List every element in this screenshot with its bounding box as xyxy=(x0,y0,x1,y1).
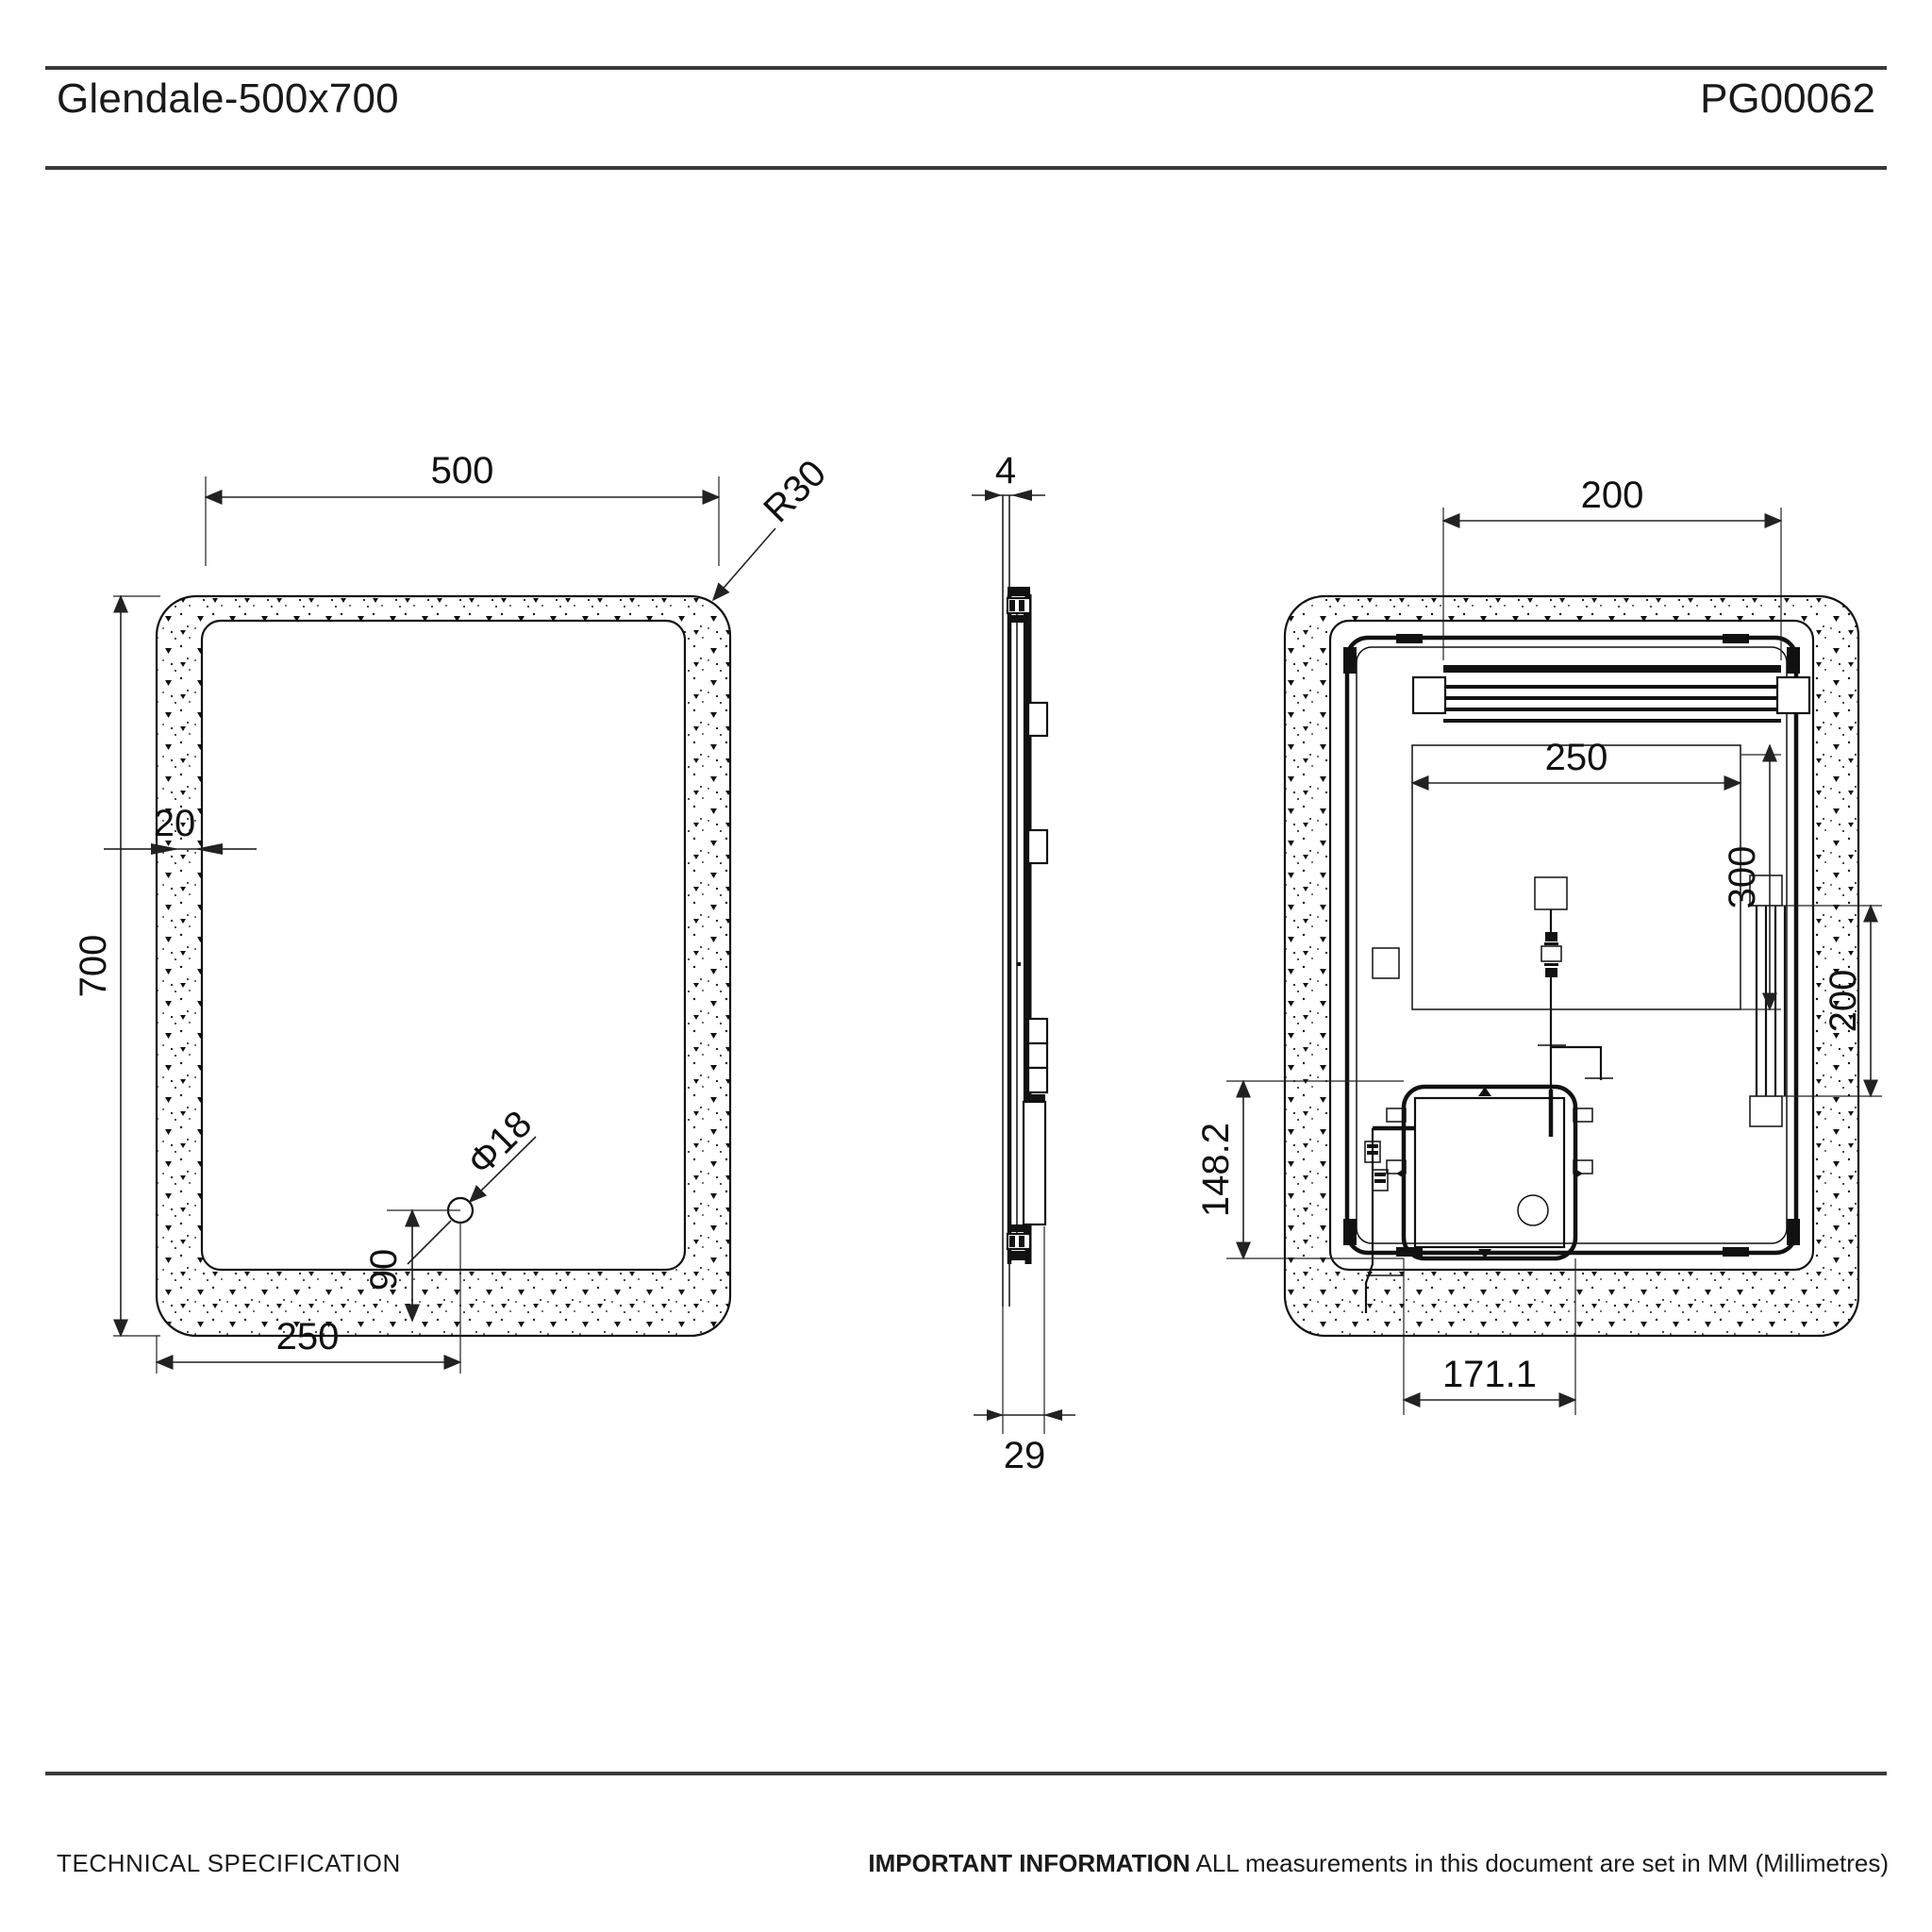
front-dim-width-500: 500 xyxy=(204,450,721,505)
footer-important-information: IMPORTANT INFORMATION ALL measurements i… xyxy=(868,1849,1889,1878)
side-frame-body xyxy=(1007,594,1032,1264)
front-dim-height-label: 700 xyxy=(73,935,114,998)
back-demister-pad xyxy=(1411,665,1811,723)
back-led-strip-loop xyxy=(1343,634,1800,1257)
front-extension-lines xyxy=(104,476,720,1374)
back-small-bracket xyxy=(1372,947,1400,979)
front-dim-hole-phi18: Φ18 xyxy=(407,1103,540,1265)
back-dim-jbox-x-label: 171.1 xyxy=(1442,1354,1537,1395)
back-junction-box xyxy=(1386,1084,1593,1261)
footer-rule xyxy=(45,1772,1887,1775)
side-bottom-cap xyxy=(1006,1224,1032,1260)
back-dim-jbox-x-1711: 171.1 xyxy=(1402,1354,1577,1407)
back-outer-outline xyxy=(1283,594,1860,1338)
back-power-cable xyxy=(1364,1125,1415,1313)
side-top-cap xyxy=(1006,587,1032,623)
front-mirror-face xyxy=(200,619,687,1272)
back-dim-top-200: 200 xyxy=(1441,475,1783,528)
front-dim-hole-y-label: 90 xyxy=(363,1249,405,1291)
back-dim-right-label: 200 xyxy=(1823,970,1864,1033)
front-dim-border-20: 20 xyxy=(104,803,257,855)
back-panel-250x300 xyxy=(1411,744,1741,1010)
front-dim-hole-y-90: 90 xyxy=(363,1208,420,1323)
side-glass-profile xyxy=(1002,495,1010,1307)
back-dim-jbox-y-1482: 148.2 xyxy=(1195,1079,1251,1260)
product-code: PG00062 xyxy=(1700,75,1875,122)
side-mounting-bosses xyxy=(1017,615,1049,1226)
back-dim-panel-250: 250 xyxy=(1410,737,1742,791)
back-sensor-connector xyxy=(1534,876,1568,1137)
page-title: Glendale-500x700 xyxy=(57,75,399,122)
front-mirror-border-hatch xyxy=(157,596,730,1336)
back-dim-top-label: 200 xyxy=(1581,475,1644,516)
back-dim-jbox-y-label: 148.2 xyxy=(1195,1123,1237,1217)
back-mirror-border-hatch xyxy=(1285,596,1858,1336)
front-dim-radius-r30: R30 xyxy=(711,452,834,602)
back-dim-right-200: 200 xyxy=(1823,904,1878,1098)
side-dim-thickness-4: 4 xyxy=(972,450,1045,501)
front-outer-outline xyxy=(155,594,732,1338)
back-dim-panel-300: 300 xyxy=(1722,743,1777,1011)
back-inner-outline xyxy=(1328,619,1815,1272)
side-dim-depth-29: 29 xyxy=(974,1409,1075,1476)
side-extension-lines xyxy=(1002,1226,1045,1434)
front-dim-width-label: 500 xyxy=(431,450,494,491)
front-dim-radius-label: R30 xyxy=(756,452,834,530)
footer-technical-specification-label: TECHNICAL SPECIFICATION xyxy=(57,1849,401,1877)
back-right-component xyxy=(1749,874,1787,1127)
footer-important-label: IMPORTANT INFORMATION xyxy=(868,1849,1191,1877)
back-dim-panel-height-label: 300 xyxy=(1722,846,1763,909)
side-dim-depth-label: 29 xyxy=(1004,1435,1046,1476)
side-dim-thickness-label: 4 xyxy=(995,450,1016,491)
front-dim-height-700: 700 xyxy=(73,594,128,1338)
back-dim-panel-width-label: 250 xyxy=(1545,737,1608,778)
front-dim-hole-x-250: 250 xyxy=(155,1316,462,1370)
front-hole-phi18 xyxy=(446,1196,475,1224)
back-wiring-harness xyxy=(1538,1044,1613,1137)
side-view-group: 4 29 xyxy=(972,450,1075,1476)
footer-units-note: ALL measurements in this document are se… xyxy=(1190,1849,1889,1877)
front-view-group: 500 700 20 R30 Φ1 xyxy=(73,450,834,1374)
front-dim-hole-label: Φ18 xyxy=(459,1103,540,1183)
back-view-group: 200 250 300 200 148.2 xyxy=(1195,475,1882,1415)
header-rule-top xyxy=(45,66,1887,70)
front-dim-hole-x-label: 250 xyxy=(276,1316,340,1357)
back-extension-lines xyxy=(1226,508,1882,1415)
front-dim-border-label: 20 xyxy=(154,803,196,844)
header-rule-bottom xyxy=(45,166,1887,170)
